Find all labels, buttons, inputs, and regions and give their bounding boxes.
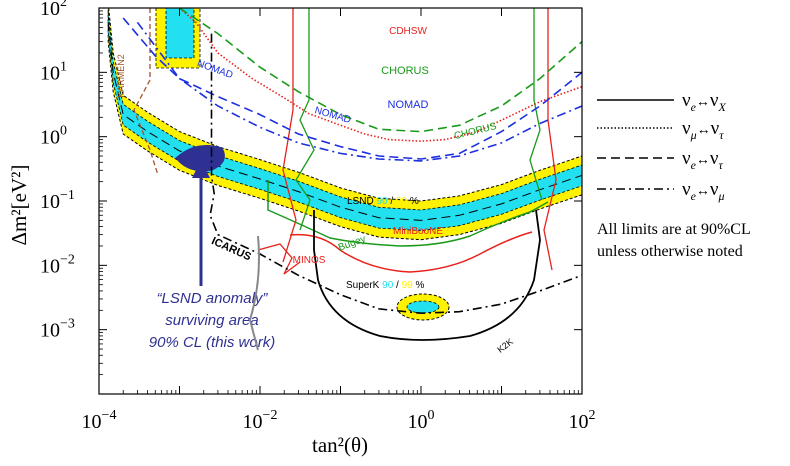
annotation-line: surviving area [165,312,258,329]
x-tick-label: 100 [408,408,435,433]
x-tick-label: 10−2 [243,408,278,433]
label-icarus: ICARUS [210,235,253,263]
y-tick-label: 10−1 [40,188,75,213]
series-icarus-dashdot-4 [209,33,582,315]
lsnd-90-column [165,8,195,59]
legend-label: νe↔νX [682,90,727,114]
minos-curve [257,243,301,275]
x-axis-label: tan²(θ) [312,433,368,457]
annotation-line: “LSND anomaly” [157,290,269,307]
legend-label: νe↔ντ [682,148,724,172]
label-superk: SuperK 90 / 99 % [346,280,425,291]
red-vertical-left [282,8,297,263]
label-chorus-top: CHORUS [381,65,429,77]
annotation-line: 90% CL (this work) [149,334,275,351]
k2k-curve [313,209,541,341]
annotation-bracket [248,235,260,351]
label-nomad-mid: NOMAD [313,105,352,126]
x-tick-label: 10−4 [82,408,117,433]
y-axis-label: Δm²[eV²] [7,165,31,246]
legend-label: νμ↔ντ [682,118,724,142]
karmen-curve [133,8,159,176]
lsnd-center-line [107,22,582,221]
legend-label: νe↔νμ [682,179,725,203]
label-nomad-left: NOMAD [195,58,234,81]
legend: νe↔νX νμ↔ντ νe↔ντ νe↔νμ [597,90,727,203]
y-tick-label: 100 [40,124,67,149]
label-bugey: Bugey [337,234,367,254]
label-karmen: KARMEN2 [116,54,126,98]
miniboone-curve [289,231,533,273]
note-line: unless otherwise noted [597,243,743,260]
x-tick-label: 102 [569,408,596,433]
chorus-solid-left [295,8,315,231]
plot-content [107,8,582,341]
bugey-curve [267,180,549,247]
label-chorus-right: CHORUS [453,121,498,142]
y-tick-label: 101 [40,59,67,84]
annotation-arrow-head [192,160,210,178]
note-line: All limits are at 90%CL [597,221,751,238]
y-tick-label: 102 [40,0,67,20]
label-k2k: K2K [495,336,515,354]
y-tick-label: 10−2 [40,252,75,277]
series-cdhsw-dotted-0 [178,8,582,143]
note: All limits are at 90%CL unless otherwise … [597,221,751,260]
label-cdhsw: CDHSW [389,26,427,37]
anomaly-annotation: “LSND anomaly” surviving area 90% CL (this… [149,160,275,351]
series-nomad-dashdot-3 [136,21,582,162]
superk-90-region [406,300,440,314]
red-vertical-right [543,8,557,271]
series-nomad-dashed-2 [122,17,582,160]
label-minos: MINOS [293,255,326,266]
label-miniboone: MiniBooNE [393,226,443,237]
label-nomad-right: NOMAD [388,99,429,111]
y-tick-label: 10−3 [40,317,75,342]
axes: 10−4 10−2 100 102 102 101 100 10−1 10−2 10−3 tan²(… [7,0,596,457]
label-lsnd: LSND 90 / 99 % [347,196,419,207]
chorus-solid-right [529,8,543,201]
